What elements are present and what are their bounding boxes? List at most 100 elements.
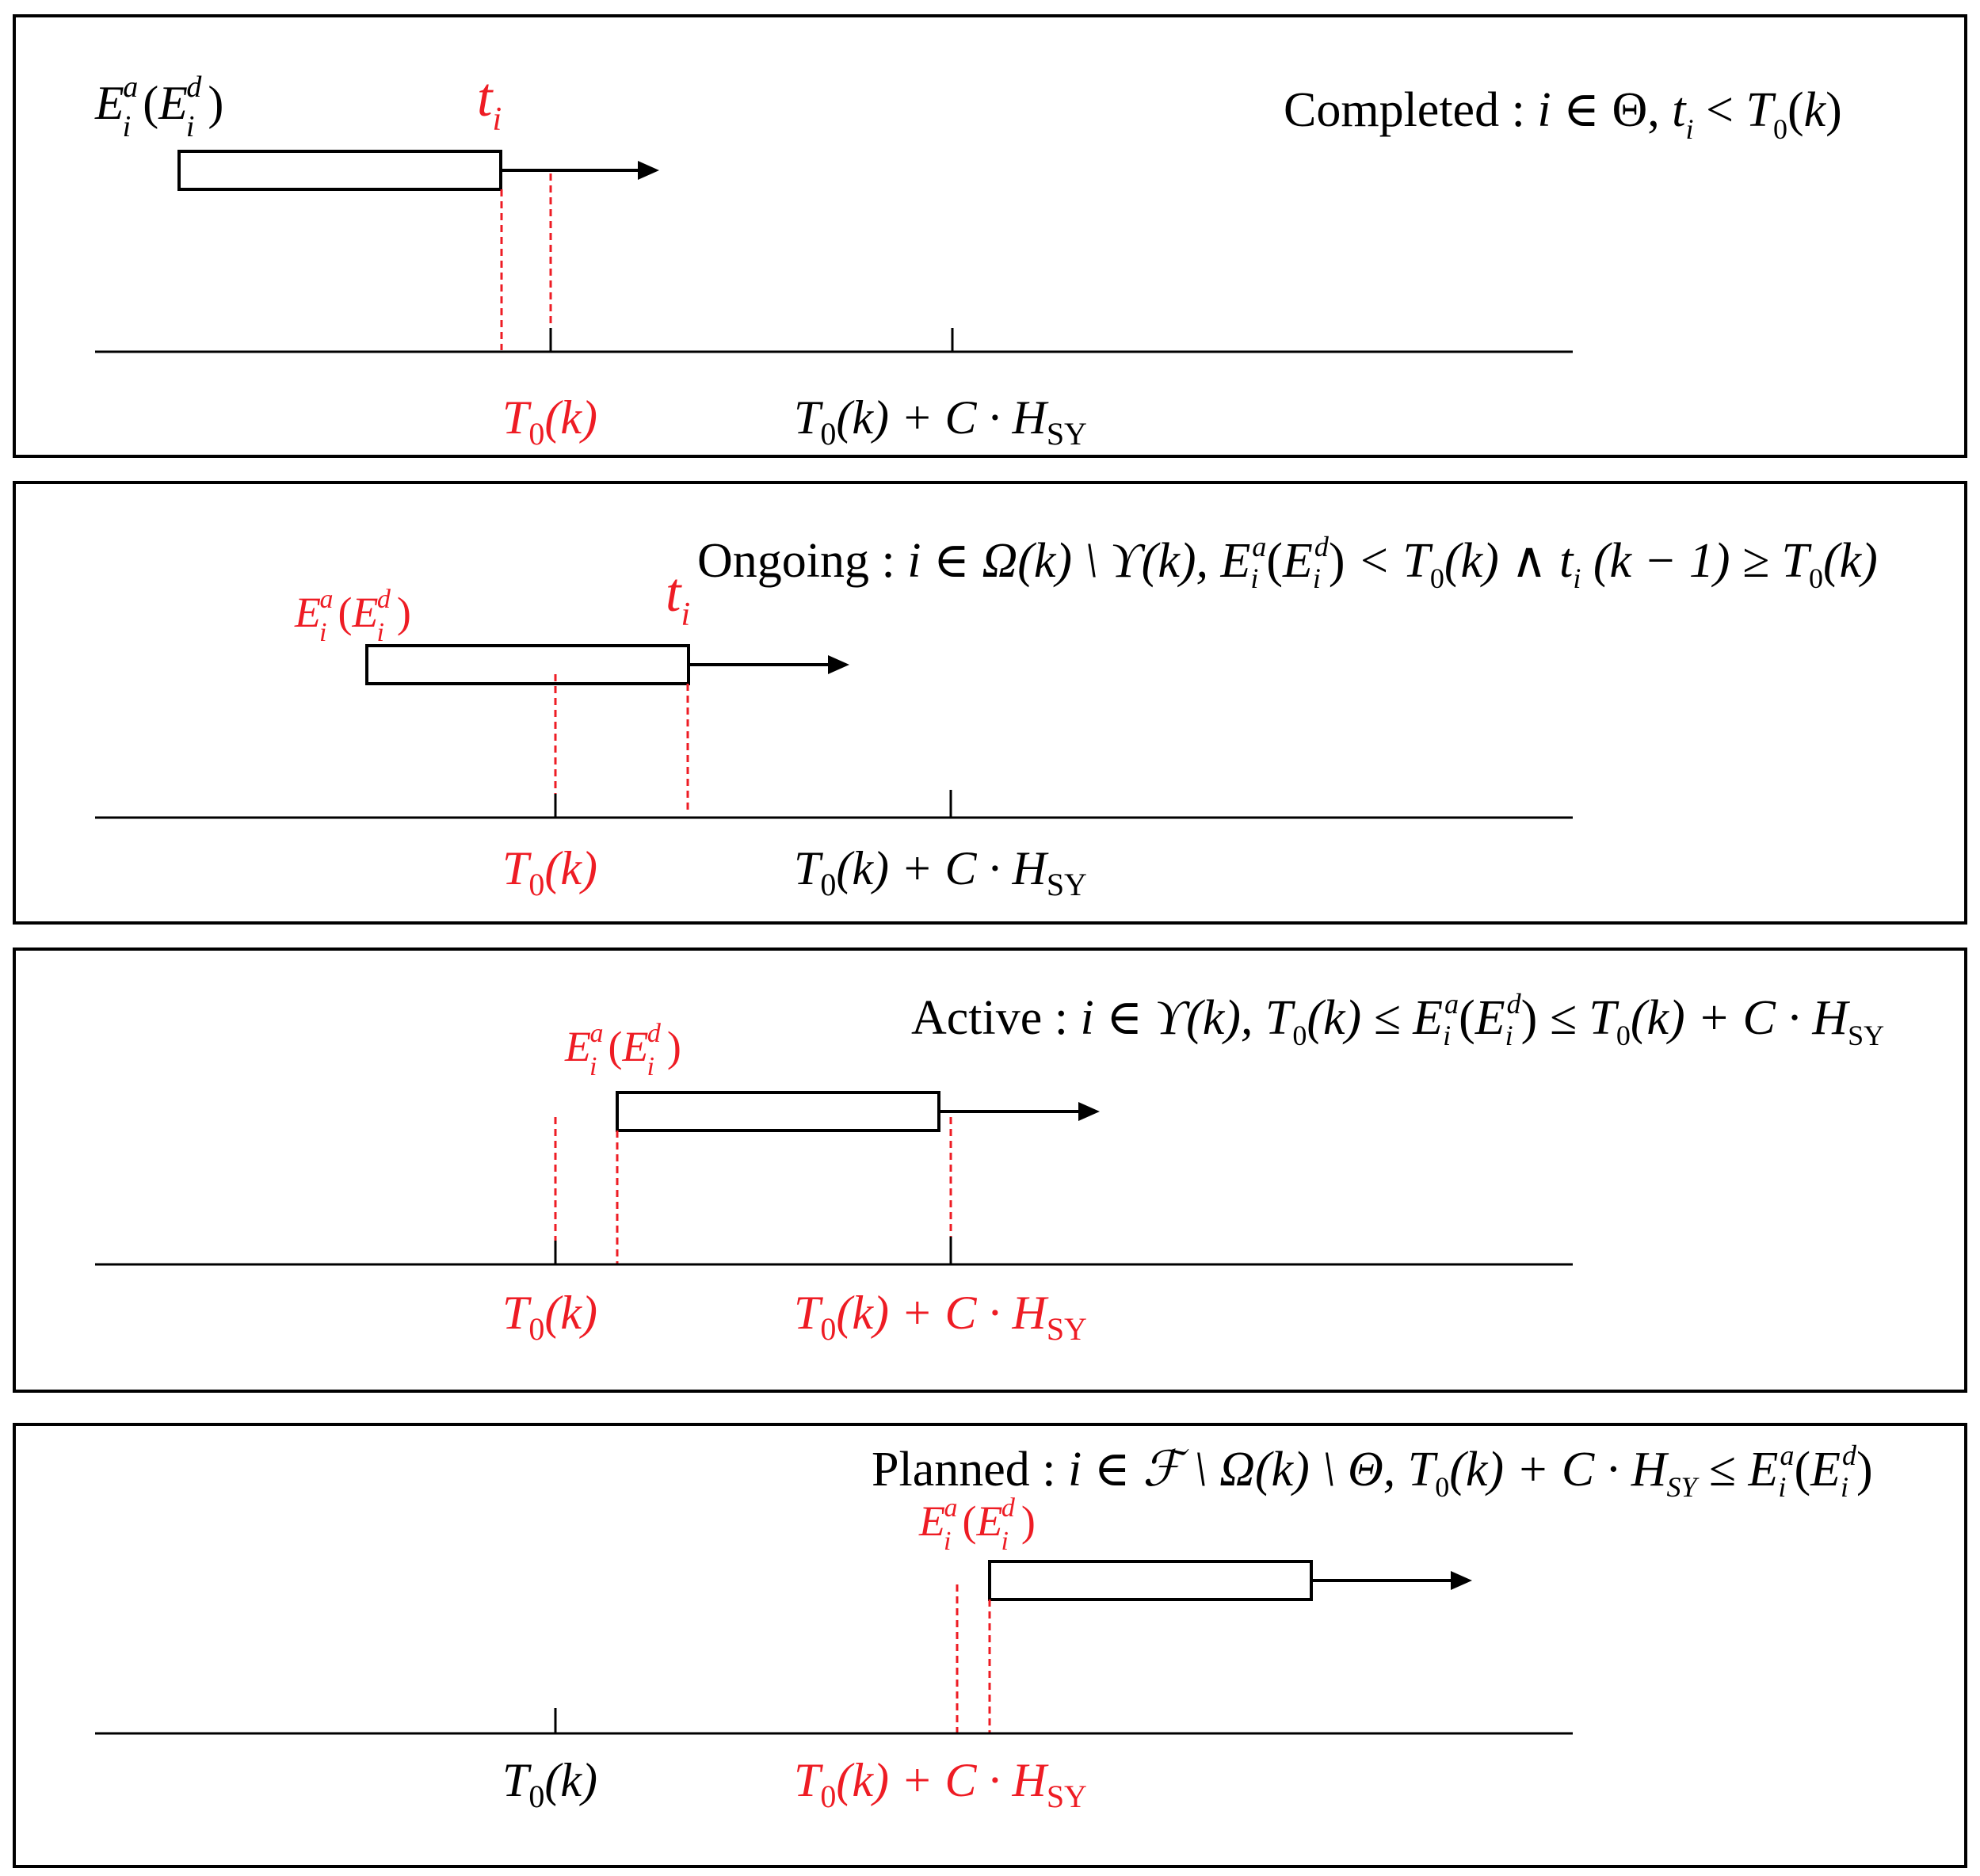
hz-T: T <box>794 842 823 894</box>
hz-mid: (k) + C · H <box>836 1287 1049 1339</box>
hz-T: T <box>794 1754 823 1806</box>
t0-T: T <box>502 1287 532 1339</box>
caption-sub: 0 <box>1616 1020 1631 1051</box>
caption-token: T <box>1745 83 1776 137</box>
hz-sub: 0 <box>820 867 836 902</box>
caption-paren: ) <box>1329 534 1345 588</box>
hz-sub: 0 <box>820 1311 836 1347</box>
task-bar <box>988 1560 1313 1601</box>
caption-sub: i <box>1313 562 1321 594</box>
caption-sup: a <box>1444 988 1459 1020</box>
t0-T: T <box>502 1754 532 1806</box>
caption-sub: i <box>1443 1020 1451 1051</box>
caption-sub: 0 <box>1430 562 1444 594</box>
horizon-label: T0(k) + C · HSY <box>794 842 1087 902</box>
caption-sup: a <box>1780 1439 1794 1471</box>
arrival-sup: a <box>589 1019 603 1048</box>
hz-subscript: SY <box>1047 1311 1087 1347</box>
panel-completed-canvas: Completed : i ∈ Θ, ti < T0(k) Eia(Eid) t… <box>94 67 1842 452</box>
t0-sub: 0 <box>528 867 544 902</box>
caption-paren: ) <box>1856 1443 1873 1497</box>
caption-part: i ∈ ℱ \ Ω(k) \ Θ, T <box>1068 1443 1439 1497</box>
arrival-E2: E <box>351 589 378 636</box>
end-t: t <box>666 562 682 623</box>
t0-rest: (k) <box>544 1287 597 1339</box>
hz-subscript: SY <box>1047 1779 1087 1814</box>
state-label: Active <box>911 991 1042 1045</box>
arrival-E2: E <box>621 1023 648 1070</box>
arrival-E2: E <box>158 77 188 129</box>
caption-part: i ∈ ϒ(k), T <box>1081 991 1296 1045</box>
t0-sub: 0 <box>528 1311 544 1347</box>
t0-sub: 0 <box>528 1779 544 1814</box>
horizon-label: T0(k) + C · HSY <box>794 391 1087 452</box>
arrival-sup2: d <box>1001 1493 1016 1523</box>
arrival-sup2: d <box>647 1019 662 1048</box>
panel-ongoing-canvas: Ongoing : i ∈ Ω(k) \ ϒ(k), Eia(Eid) < T0… <box>95 531 1878 902</box>
caption-token: ) <box>1825 83 1842 137</box>
caption-part: i ∈ Ω(k) \ ϒ(k), <box>907 534 1220 588</box>
hz-subscript: SY <box>1047 867 1087 902</box>
condition-caption: Planned : i ∈ ℱ \ Ω(k) \ Θ, T0(k) + C · … <box>872 1439 1873 1503</box>
caption-sup: d <box>1314 531 1330 562</box>
caption-paren: ( <box>1794 1443 1810 1497</box>
panel-completed: Completed : i ∈ Θ, ti < T0(k) Eia(Eid) t… <box>13 14 1967 458</box>
task-bar <box>177 150 502 191</box>
t0-rest: (k) <box>544 842 597 894</box>
caption-part: ≤ <box>1697 1443 1749 1497</box>
caption-E2: E <box>1810 1443 1841 1497</box>
caption-E2: E <box>1475 991 1505 1045</box>
arrival-E: E <box>918 1497 945 1545</box>
hz-sub: 0 <box>820 416 836 452</box>
arrival-sub2: i <box>647 1052 654 1081</box>
arrow-head <box>828 655 849 674</box>
caption-E: E <box>1748 1443 1779 1497</box>
arrival-sup2: d <box>186 71 202 104</box>
arrival-paren: ) <box>1021 1497 1036 1545</box>
arrow-head <box>1078 1102 1100 1121</box>
caption-sup: a <box>1252 531 1266 562</box>
caption-token: < <box>1693 83 1745 137</box>
arrival-paren: ( <box>608 1023 622 1070</box>
caption-sub: i <box>1573 562 1581 594</box>
hz-mid: (k) + C · H <box>836 1754 1049 1806</box>
caption-token: i <box>1685 113 1693 145</box>
caption-part: (k) ≤ <box>1307 991 1413 1045</box>
caption-E: E <box>1219 534 1250 588</box>
hz-sub: 0 <box>820 1779 836 1814</box>
arrival-paren: ) <box>208 77 223 129</box>
caption-part: (k) ∧ t <box>1444 534 1574 588</box>
caption-E: E <box>1412 991 1443 1045</box>
caption-paren: ( <box>1459 991 1475 1045</box>
caption-sep: : <box>869 534 907 588</box>
arrival-E: E <box>94 77 124 129</box>
caption-part: ≤ T <box>1537 991 1619 1045</box>
arrival-paren: ( <box>962 1497 976 1545</box>
caption-token: Θ <box>1612 83 1647 137</box>
caption-part: (k − 1) ≥ T <box>1581 534 1812 588</box>
t0-T: T <box>502 391 532 444</box>
arrival-label: Eia(Eid) <box>94 71 223 143</box>
caption-sub: SY <box>1666 1471 1700 1503</box>
condition-caption: Completed : i ∈ Θ, ti < T0(k) <box>1284 83 1842 145</box>
arrival-label: Eia(Eid) <box>918 1493 1036 1556</box>
arrival-sub: i <box>944 1527 951 1556</box>
arrival-sup: a <box>123 71 138 104</box>
caption-E2: E <box>1282 534 1313 588</box>
t0-label: T0(k) <box>502 1287 597 1347</box>
arrival-E: E <box>564 1023 591 1070</box>
arrival-sup2: d <box>377 585 391 614</box>
arrow-head <box>638 161 659 180</box>
arrival-label: Eia(Eid) <box>294 585 411 647</box>
caption-sub: 0 <box>1809 562 1823 594</box>
caption-token: k <box>1804 83 1827 137</box>
task-bar <box>616 1091 940 1132</box>
caption-token: i <box>1537 83 1551 137</box>
caption-sub: i <box>1841 1471 1848 1503</box>
panel-planned: Planned : i ∈ ℱ \ Ω(k) \ Θ, T0(k) + C · … <box>13 1423 1967 1868</box>
caption-part: (k) + C · H <box>1631 991 1851 1045</box>
arrival-paren: ) <box>667 1023 681 1070</box>
arrival-label: Eia(Eid) <box>564 1019 681 1081</box>
horizon-label: T0(k) + C · HSY <box>794 1287 1087 1347</box>
state-label: Planned <box>872 1443 1030 1497</box>
